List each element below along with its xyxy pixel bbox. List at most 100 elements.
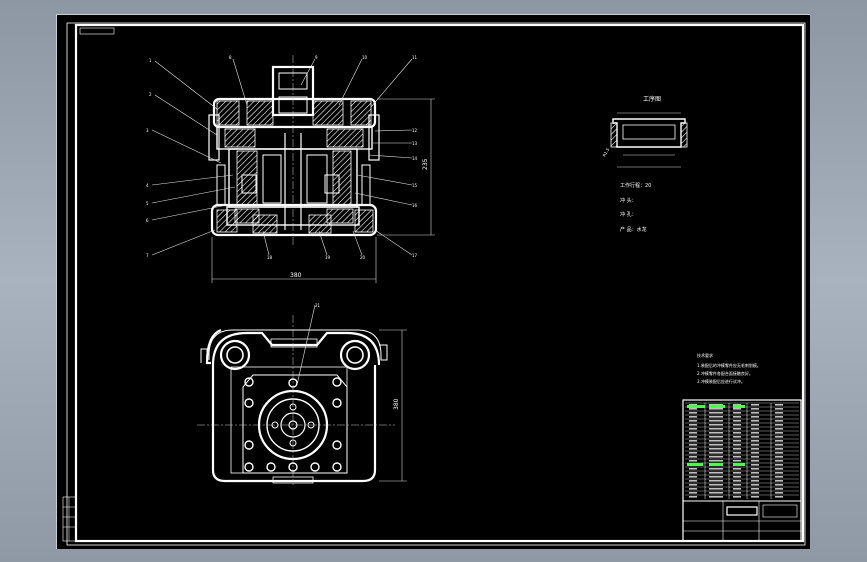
bom-cell-text [733,480,741,482]
bom-cell-text [733,452,741,454]
bom-cell-text [689,408,697,410]
bom-cell-text [733,484,741,486]
bom-cell-text [689,484,697,486]
bom-cell-text [751,480,759,482]
dim-plan-height: 380 [393,398,400,410]
cad-viewport[interactable]: 235 380 1 2 3 4 5 6 7 8 9 10 11 12 13 14… [56,14,810,549]
plan-view: 21 380 [197,303,407,485]
bom-cell-text [733,472,741,474]
bom-cell-text [751,468,759,470]
process-note-3: 冲 孔： [620,211,637,218]
balloon-7: 7 [146,253,149,258]
bom-cell-text [733,412,741,414]
bom-cell-text [775,416,783,418]
bom-cell-text [709,432,723,434]
bom-cell-text [775,440,783,442]
bom-cell-text [733,408,741,410]
bom-cell-text [689,460,697,462]
bom-cell-text [775,448,783,450]
bom-cell-text [689,472,697,474]
bom-cell-text [709,436,723,438]
bom-cell-text [775,492,783,494]
bom-cell-text [689,492,697,494]
bom-cell-text [751,464,759,466]
balloon-15: 15 [412,183,418,188]
bom-cell-text [775,452,783,454]
bom-cell-text [709,424,723,426]
process-notes: 工作行程：20 冲 头： 冲 孔： 产 品：水龙 [620,182,651,233]
bom-cell-text [709,460,723,462]
bom-cell-text [733,420,741,422]
dim-height: 235 [422,158,429,170]
bom-cell-text [751,452,759,454]
bom-cell-text [689,412,697,414]
bom-cell-text [775,472,783,474]
bom-cell-text [709,468,723,470]
bom-cell-text [689,480,697,482]
bom-cell-text [751,460,759,462]
bom-cell-text [751,420,759,422]
bom-cell-text [775,412,783,414]
balloon-2: 2 [149,92,152,97]
bom-cell-text [709,472,723,474]
bom-cell-text [751,484,759,486]
bom-cell-text [689,496,697,498]
bom-cell-text [709,484,723,486]
bom-cell-text [775,488,783,490]
bom-cell-text [733,492,741,494]
tech-req-3: 3.冲模装配后应进行试冲。 [697,378,745,384]
bom-cell-text [733,428,741,430]
bill-of-materials [682,399,802,542]
bom-cell-text [689,456,697,458]
bom-cell-text [775,436,783,438]
balloon-12: 12 [412,128,418,133]
balloon-16: 16 [412,203,418,208]
bom-cell-text [751,408,759,410]
balloon-20: 20 [360,255,366,260]
balloon-8: 8 [229,55,232,60]
front-section-view: 235 380 [208,55,435,283]
bom-cell-text [733,456,741,458]
bom-cell-text [709,452,723,454]
bom-cell-text [709,408,723,410]
bom-cell-text [733,460,741,462]
balloon-4: 4 [146,183,149,188]
bom-cell-text [751,440,759,442]
bom-cell-text [689,440,697,442]
bom-cell-text [733,416,741,418]
bom-cell-text [775,496,783,498]
bom-cell-text [689,428,697,430]
leaders-right: 12 13 14 15 16 17 18 19 20 [262,128,418,260]
bom-cell-text [733,444,741,446]
tech-req-title: 技术要求 [697,352,713,358]
bom-cell-text [733,404,741,406]
process-note-4: 产 品：水龙 [620,226,647,233]
bom-cell-text [689,444,697,446]
bom-cell-text [689,452,697,454]
bom-cell-text [751,436,759,438]
bom-cell-text [775,480,783,482]
bom-cell-text [709,448,723,450]
bom-cell-text [733,440,741,442]
balloon-19: 19 [325,255,331,260]
process-sketch: 工序图 R1.5 [602,95,688,168]
bom-cell-text [689,448,697,450]
bom-cell-text [689,420,697,422]
dim-width: 380 [290,272,302,279]
balloon-10: 10 [362,55,368,60]
bom-cell-text [751,424,759,426]
bom-cell-text [709,488,723,490]
bom-cell-text [689,488,697,490]
bom-cell-text [733,476,741,478]
process-note-1: 工作行程：20 [620,182,651,189]
svg-text:R1.5: R1.5 [602,147,611,158]
balloon-3: 3 [146,128,149,133]
bom-cell-text [689,476,697,478]
bom-cell-text [709,496,723,498]
balloon-1: 1 [149,58,152,63]
balloon-6: 6 [146,218,149,223]
assembly-drawing: 235 380 1 2 3 4 5 6 7 8 9 10 11 12 13 14… [62,22,806,546]
tech-req-1: 1.装配后的冲模零件应无毛刺划痕。 [697,362,761,368]
balloon-9: 9 [315,55,318,60]
side-stamp [62,496,77,542]
